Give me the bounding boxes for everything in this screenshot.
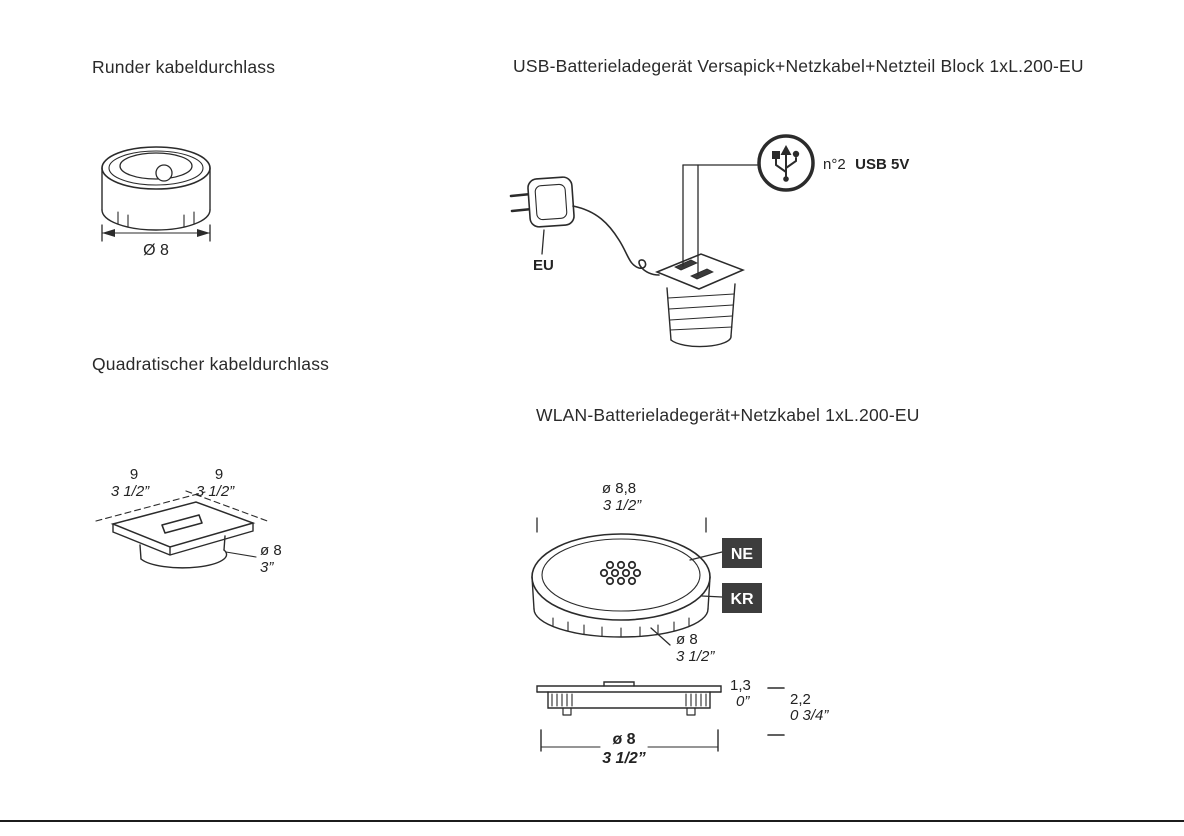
wlan-height2-cm: 2,2 <box>790 691 811 708</box>
round-grommet-diameter-label: Ø 8 <box>143 242 169 259</box>
unit-thread-ribs <box>667 293 735 331</box>
usb-grommet-unit <box>655 253 745 348</box>
usb-charger-drawing: EU <box>509 134 909 348</box>
charging-contact-dots <box>599 560 642 586</box>
grommet-lid-notch <box>155 164 173 182</box>
wlan-bottom-dimension: ø 8 3 1/2” <box>540 729 719 767</box>
square-side1-in: 3 1/2” <box>111 483 150 500</box>
square-hole-in: 3” <box>260 559 274 576</box>
eu-plug: EU <box>509 176 575 274</box>
badge-kr-label: KR <box>730 591 754 608</box>
usb-port-1 <box>674 259 698 271</box>
square-grommet-title: Quadratischer kabeldurchlass <box>92 354 330 374</box>
wlan-charger-side-view <box>536 681 722 716</box>
rim-ribs <box>552 617 690 638</box>
top-tab <box>603 681 635 687</box>
usb-symbol-icon <box>757 134 815 192</box>
wlan-bottom-cm: ø 8 <box>612 731 635 748</box>
wlan-charger-title: WLAN-Batterieladegerät+Netzkabel 1xL.200… <box>536 405 920 425</box>
wlan-outer-in: 3 1/2” <box>603 497 642 514</box>
square-grommet-body <box>110 501 256 569</box>
usb-port-2 <box>690 268 714 280</box>
badge-ne-label: NE <box>731 546 754 563</box>
hole-leader-line <box>225 551 257 558</box>
square-grommet-drawing: 9 3 1/2” 9 3 1/2” ø 8 3” <box>95 466 282 576</box>
round-grommet-title: Runder kabeldurchlass <box>92 57 276 77</box>
grommet-clip-ticks <box>117 211 195 228</box>
round-grommet-top-view <box>101 146 211 231</box>
wlan-body-cm: ø 8 <box>676 631 698 648</box>
wlan-outer-cm: ø 8,8 <box>602 480 636 497</box>
wlan-charger-drawing: ø 8,8 3 1/2” <box>531 480 829 767</box>
round-grommet-diameter-dimension: Ø 8 <box>101 224 211 259</box>
wlan-height1-in: 0” <box>736 693 750 710</box>
page-bottom-rule <box>0 820 1184 822</box>
square-side1-cm: 9 <box>130 466 138 483</box>
wlan-charger-top-view <box>531 533 711 638</box>
cable-slot <box>161 514 203 534</box>
eu-plug-label: EU <box>533 257 554 274</box>
power-cable <box>572 205 660 276</box>
extension-dashed-lines <box>95 490 271 523</box>
usb-charger-title: USB-Batterieladegerät Versapick+Netzkabe… <box>513 56 1084 76</box>
mounting-clips <box>562 707 696 716</box>
square-side2-cm: 9 <box>215 466 223 483</box>
badge-kr <box>722 583 762 613</box>
round-grommet-drawing: Ø 8 <box>101 146 211 259</box>
usb-ports-label: n°2 USB 5V <box>823 156 909 173</box>
side-ribs <box>551 693 707 707</box>
badge-ne <box>722 538 762 568</box>
body-leader-line <box>650 627 671 646</box>
square-side2-in: 3 1/2” <box>196 483 235 500</box>
usb-callout-lines <box>682 164 760 276</box>
wlan-bottom-in: 3 1/2” <box>602 750 646 767</box>
wlan-height2-in: 0 3/4” <box>790 707 829 724</box>
wlan-body-in: 3 1/2” <box>676 648 715 665</box>
square-hole-cm: ø 8 <box>260 542 282 559</box>
wlan-height1-cm: 1,3 <box>730 677 751 694</box>
